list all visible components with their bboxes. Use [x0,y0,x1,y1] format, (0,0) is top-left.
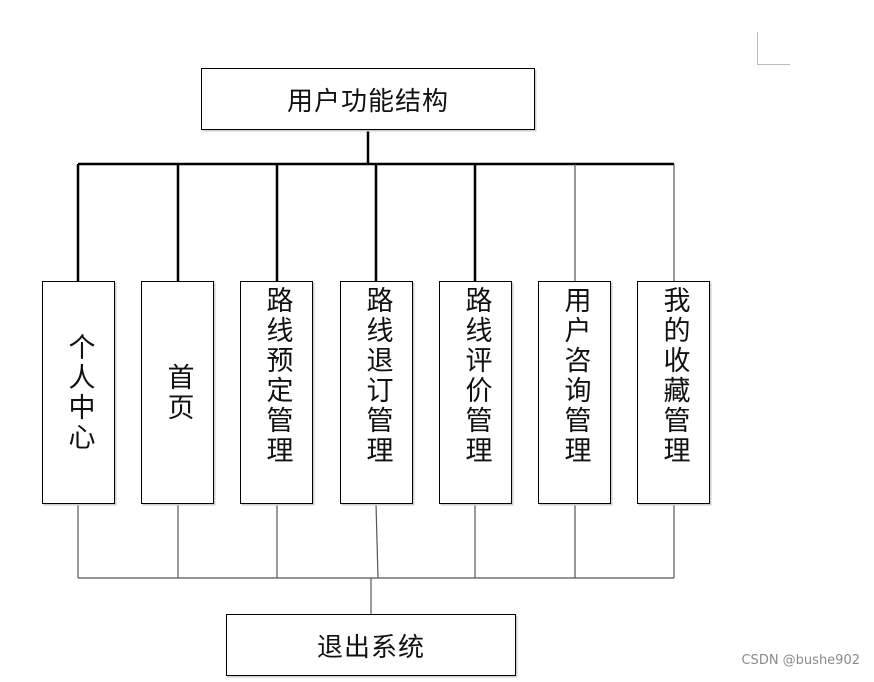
root-node-label: 用户功能结构 [286,86,449,117]
module-label: 个人中心 [63,332,95,453]
exit-node: 退出系统 [226,614,516,676]
module-home: 首页 [141,281,214,504]
module-label: 首页 [162,362,194,423]
module-label: 我的收藏管理 [658,286,690,466]
module-label: 路线预定管理 [261,286,293,466]
module-route-refund: 路线退订管理 [340,281,413,504]
exit-node-label: 退出系统 [316,632,425,663]
root-node: 用户功能结构 [201,68,535,130]
page-corner-mark [757,32,790,65]
module-label: 路线评价管理 [460,286,492,466]
module-label: 用户咨询管理 [559,286,591,466]
watermark: CSDN @bushe902 [741,653,860,668]
module-user-consult: 用户咨询管理 [538,281,611,504]
module-route-booking: 路线预定管理 [240,281,313,504]
module-my-favorites: 我的收藏管理 [637,281,710,504]
module-label: 路线退订管理 [361,286,393,466]
module-route-review: 路线评价管理 [439,281,512,504]
rise-4 [375,503,379,579]
module-personal-center: 个人中心 [42,281,115,504]
